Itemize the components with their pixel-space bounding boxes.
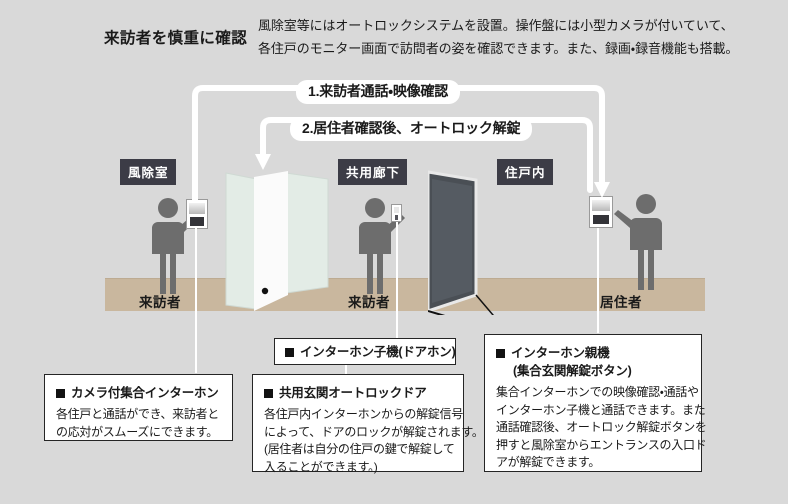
header-description-line: 風除室等にはオートロックシステムを設置。操作盤には小型カメラが付いていて、 <box>258 18 734 33</box>
master-unit-screen <box>592 200 610 211</box>
callout-body-line: 集合インターホンでの映像確認・通話や <box>496 385 699 399</box>
callout-title-text: インターホン親機 <box>511 346 610 360</box>
zone-badge-inside-dwelling: 住戸内 <box>497 159 553 185</box>
callout-title-text: カメラ付集合インターホン <box>71 386 219 400</box>
person-resident <box>614 194 662 290</box>
callout-body-line: インターホン子機と通話できます。また <box>496 402 706 417</box>
header-description: 風除室等にはオートロックシステムを設置。操作盤には小型カメラが付いていて、 各住… <box>258 14 778 60</box>
callout-body-line: 入ることができます。) <box>264 459 378 474</box>
callout-autolock-door: 共用玄関オートロックドア 各住戸内インターホンからの解錠信号 によって、ドアのロ… <box>252 374 484 474</box>
header-description-line: 各住戸のモニター画面で訪問者の姿を確認できます。また、録画・録音機能も搭載。 <box>258 41 739 56</box>
callout-body: 各住戸内インターホンからの解錠信号 によって、ドアのロックが解錠されます。 (居… <box>264 406 484 476</box>
callout-body-line: アが解錠できます。 <box>496 455 601 469</box>
door-phone-icon[interactable] <box>391 204 402 222</box>
auto-lock-glass-door <box>225 171 329 311</box>
callout-body: 各住戸と通話ができ、来訪者と の応対がスムーズにできます。 <box>56 406 222 441</box>
intercom-screen <box>189 203 205 214</box>
callout-body-line: 通話確認後、オートロック解錠ボタンを <box>496 420 707 434</box>
callout-title: インターホン親機 <box>496 344 691 362</box>
callout-title: 共用玄関オートロックドア <box>264 384 453 402</box>
callout-body-line: の応対がスムーズにできます。 <box>56 424 219 439</box>
callout-title: インターホン子機(ドアホン) <box>285 343 456 361</box>
door-phone-screen <box>394 207 399 213</box>
callout-title: カメラ付集合インターホン <box>56 384 222 402</box>
callout-door-phone-tag: インターホン子機(ドアホン) <box>274 338 456 365</box>
zone-badge-common-corridor: 共用廊下 <box>338 159 408 185</box>
zone-badge-entry-vestibule: 風除室 <box>120 159 176 185</box>
floor-edge <box>105 278 705 279</box>
callout-title-line2: (集合玄関解錠ボタン) <box>513 364 632 378</box>
callout-body: 集合インターホンでの映像確認・通話や インターホン子機と通話できます。また 通話… <box>496 384 707 472</box>
leader-line-autolock-door <box>345 365 347 376</box>
callout-body-line: 各住戸と通話ができ、来訪者と <box>56 407 219 421</box>
leader-line-master-unit <box>597 228 599 333</box>
callout-camera-intercom: カメラ付集合インターホン 各住戸と通話ができ、来訪者と の応対がスムーズにできま… <box>44 374 233 441</box>
floor-strip <box>105 279 705 311</box>
dwelling-entrance-door <box>428 170 494 315</box>
intercom-master-unit-icon[interactable] <box>589 196 613 228</box>
callout-title-text: インターホン子機(ドアホン) <box>300 345 456 359</box>
callout-body-line: 押すと風除室からエントランスの入口ド <box>496 437 707 452</box>
filled-square-icon <box>285 348 294 357</box>
leader-line-door-phone <box>396 222 398 338</box>
page-title: 来訪者を慎重に確認 <box>104 30 248 47</box>
callout-body-line: によって、ドアのロックが解錠されます。 <box>264 424 484 439</box>
callout-title-text: 共用玄関オートロックドア <box>279 386 427 400</box>
flow-step-2-label: 2.居住者確認後、オートロック解錠 <box>290 117 533 141</box>
leader-line-camera-intercom <box>195 228 197 373</box>
flow-step-1-label: 1.来訪者通話・映像確認 <box>296 80 461 104</box>
master-unit-unlock-button[interactable] <box>593 215 609 224</box>
callout-body-line: 各住戸内インターホンからの解錠信号 <box>264 407 463 421</box>
person-label-visitor-corridor: 来訪者 <box>348 295 390 310</box>
filled-square-icon <box>496 349 505 358</box>
person-visitor-corridor <box>359 198 405 294</box>
filled-square-icon <box>56 389 65 398</box>
door-phone-button[interactable] <box>395 215 398 220</box>
intercom-button[interactable] <box>190 217 204 226</box>
camera-intercom-panel-icon[interactable] <box>186 199 208 229</box>
callout-intercom-master-unit: インターホン親機 (集合玄関解錠ボタン) 集合インターホンでの映像確認・通話や … <box>484 334 707 472</box>
person-label-resident: 居住者 <box>600 295 642 310</box>
filled-square-icon <box>264 389 273 398</box>
person-label-visitor-vestibule: 来訪者 <box>139 295 181 310</box>
callout-body-line: (居住者は自分の住戸の鍵で解錠して <box>264 442 455 456</box>
